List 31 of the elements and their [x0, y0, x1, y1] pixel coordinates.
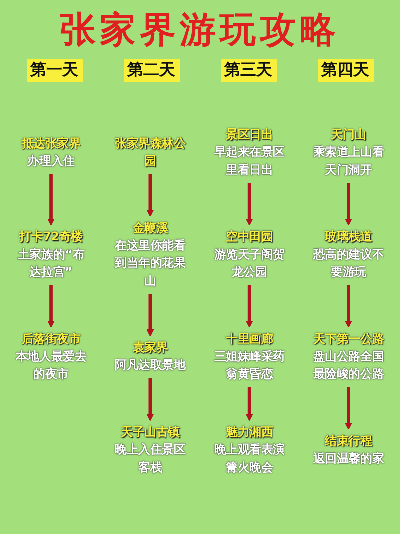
node-text: 魅力湘西 晚上观看表演篝火晚会 [214, 426, 285, 475]
day-heading: 第一天 [26, 59, 82, 82]
arrow [345, 387, 352, 430]
node-text: 空中田园 游览天子阁贺龙公园 [214, 230, 285, 280]
node-text: 天下第一公路 盘山公路全国最险峻的公路 [313, 332, 384, 382]
node-text: 后落街夜市 本地人最爱去的夜市 [16, 332, 87, 382]
node-text: 袁家界 阿凡达取景地 [115, 341, 186, 373]
arrow [345, 183, 352, 226]
node-text: 金鞭溪 在这里你能看到当年的花果山 [115, 222, 186, 288]
arrow [246, 387, 254, 422]
node-text: 打卡72奇楼 土家族的“布达拉宫” [18, 230, 85, 280]
node-text: 十里画廊 三姐妹峰采药翁黄昏恋 [214, 332, 285, 382]
day-heading: 第三天 [220, 59, 276, 82]
node-text: 抵达张家界 办理入住 [22, 137, 81, 168]
arrow [48, 174, 55, 226]
arrow [146, 174, 154, 218]
arrow [48, 285, 55, 328]
arrow [246, 285, 254, 328]
arrow [345, 285, 352, 328]
node-text: 张家界森林公园 [115, 137, 186, 168]
arrow [146, 378, 154, 422]
node-text: 天子山古镇 晚上入住景区客栈 [115, 426, 186, 475]
day-heading: 第四天 [318, 59, 374, 82]
title: 张家界游玩攻略 [59, 9, 341, 53]
node-text: 景区日出 早起来在景区里看日出 [214, 128, 285, 178]
node-text: 天门山 乘索道上山看天门洞开 [313, 128, 384, 178]
node-text: 玻璃栈道 恐高的建议不要游玩 [313, 230, 384, 280]
day-heading: 第二天 [124, 59, 180, 82]
node-text: 结束行程 返回温馨的家 [313, 434, 384, 466]
arrow [246, 183, 254, 226]
arrow [146, 294, 154, 337]
